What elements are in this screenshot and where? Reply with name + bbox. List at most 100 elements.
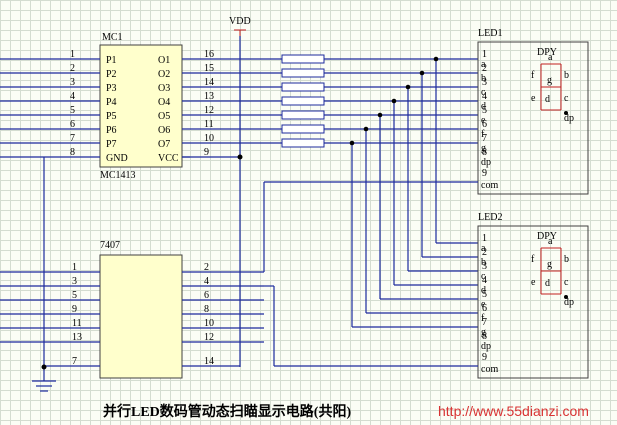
ic7407-part: 7407 (100, 240, 120, 251)
ic7407-pin-num-2: 2 (204, 262, 209, 273)
mc1413-pin-name-O5: O5 (158, 111, 170, 122)
mc1413-pin-name-P5: P5 (106, 111, 117, 122)
led2-pin-num-6: 6 (482, 303, 487, 314)
led2-pin-name-g: g (481, 327, 486, 338)
ic7407-pin-num-6: 6 (204, 290, 209, 301)
mc1413-pin-name-P1: P1 (106, 55, 117, 66)
led1-pin-num-8: 8 (482, 147, 487, 158)
ic7407-pin-num-11: 11 (72, 318, 82, 329)
led2-segment-label-a: a (548, 236, 553, 247)
led2-segment-label-b: b (564, 254, 569, 265)
led2-pin-name-e: e (481, 299, 486, 310)
watermark: http://www.55dianzi.com (438, 403, 589, 419)
led1-segment-label-dp: dp (564, 113, 574, 124)
led2-segment-label-d: d (545, 278, 550, 289)
mc1413-pin-name-O1: O1 (158, 55, 170, 66)
led2-segment-label-e: e (531, 277, 536, 288)
led1-segment-label-e: e (531, 93, 536, 104)
mc1413-pin-num-2: 2 (70, 63, 75, 74)
led1-segment-label-d: d (545, 94, 550, 105)
led2-pin-num-1: 1 (482, 233, 487, 244)
led1-pin-num-7: 7 (482, 133, 487, 144)
bus-junction-3 (405, 84, 411, 90)
gnd-junction (41, 364, 47, 370)
mc1413-pin-name-P6: P6 (106, 125, 117, 136)
led1-pin-name-g: g (481, 143, 486, 154)
ic7407-pin-num-3: 3 (72, 276, 77, 287)
ic7407-pin-num-14: 14 (204, 356, 214, 367)
bus-junction-7 (349, 140, 355, 146)
mc1413-pin-name-O6: O6 (158, 125, 170, 136)
led1-pin-num-4: 4 (482, 91, 487, 102)
mc1413-pin-name-P2: P2 (106, 69, 117, 80)
led2-ref: LED2 (478, 212, 502, 223)
vdd-label: VDD (229, 16, 251, 27)
led1-type: DPY (537, 47, 557, 58)
led2-body (477, 225, 589, 379)
mc1413-pin-num-15: 15 (204, 63, 214, 74)
led2-segment-label-c: c (564, 277, 569, 288)
led2-pin-num-4: 4 (482, 275, 487, 286)
mc1413-pin-num-12: 12 (204, 105, 214, 116)
ic7407-pin-num-10: 10 (204, 318, 214, 329)
mc1413-pin-name-O3: O3 (158, 83, 170, 94)
led1-pin-name-c: c (481, 87, 486, 98)
resistor-r1 (281, 54, 325, 64)
led1-segment-label-f: f (531, 70, 535, 81)
led1-pin-name-d: d (481, 101, 486, 112)
led1-pin-name-a: a (481, 59, 486, 70)
mc1413-pin-name-GND: GND (106, 153, 128, 164)
led1-segment-label-c: c (564, 93, 569, 104)
mc1413-pin-num-16: 16 (204, 49, 214, 60)
ic7407-pin-num-8: 8 (204, 304, 209, 315)
led1-com-label: com (481, 180, 498, 191)
mc1413-pin-num-11: 11 (204, 119, 214, 130)
led1-segment-label-b: b (564, 70, 569, 81)
ic7407-pin-num-4: 4 (204, 276, 209, 287)
led1-pin-num-2: 2 (482, 63, 487, 74)
mc1413-pin-num-13: 13 (204, 91, 214, 102)
led1-segment-label-g: g (547, 75, 552, 86)
mc1413-pin-name-VCC: VCC (158, 153, 179, 164)
mc1413-pin-num-3: 3 (70, 77, 75, 88)
mc1413-pin-name-P7: P7 (106, 139, 117, 150)
com-wiring (263, 181, 455, 367)
ic7407-pin-num-9: 9 (72, 304, 77, 315)
led1-pin-num-1: 1 (482, 49, 487, 60)
ic7407-pin-num-1: 1 (72, 262, 77, 273)
vdd-junction (237, 154, 243, 160)
circuit-title: 并行LED数码管动态扫瞄显示电路(共阳) (103, 403, 351, 420)
mc1413-pin-num-7: 7 (70, 133, 75, 144)
led2-segment-label-g: g (547, 259, 552, 270)
led1-segment-dp (564, 111, 568, 115)
bus-junction-5 (377, 112, 383, 118)
led1-pin-name-f: f (481, 129, 485, 140)
mc1413-pin-num-10: 10 (204, 133, 214, 144)
led2-pin-num-2: 2 (482, 247, 487, 258)
mc1413-part: MC1413 (100, 170, 136, 181)
segment-bus (324, 56, 478, 328)
led1-pin-num-5: 5 (482, 105, 487, 116)
led1-pin-name-b: b (481, 73, 486, 84)
mc1413-pin-num-1: 1 (70, 49, 75, 60)
ic7407-pin-num-12: 12 (204, 332, 214, 343)
led2-pin-name-d: d (481, 285, 486, 296)
led2-pin-num-8: 8 (482, 331, 487, 342)
resistor-r5 (281, 110, 325, 120)
mc1413-chip (99, 44, 183, 168)
ic7407-pin-num-7: 7 (72, 356, 77, 367)
ic7407-pin-num-13: 13 (72, 332, 82, 343)
led2-pin-name-c: c (481, 271, 486, 282)
resistor-r2 (281, 68, 325, 78)
led2-pin-num-5: 5 (482, 289, 487, 300)
led2-segment-label-dp: dp (564, 297, 574, 308)
mc1413-pin-num-5: 5 (70, 105, 75, 116)
led2-pin-num-7: 7 (482, 317, 487, 328)
resistor-r4 (281, 96, 325, 106)
